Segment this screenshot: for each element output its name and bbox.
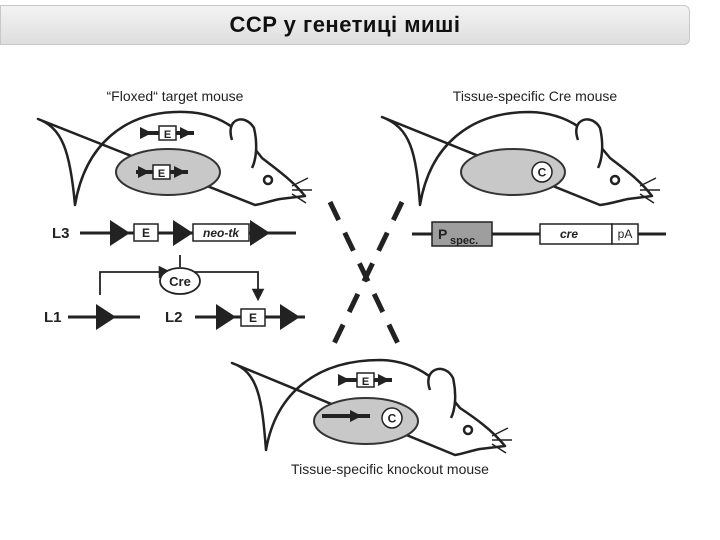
cre-protein-label: C bbox=[538, 166, 547, 180]
promoter-box bbox=[431, 221, 493, 247]
floxed-mouse-eye bbox=[262, 174, 274, 186]
knockout-nucleus bbox=[313, 397, 419, 445]
pa-label: pA bbox=[618, 227, 633, 241]
cre-nucleus bbox=[460, 148, 566, 196]
floxed-mouse-ear bbox=[229, 118, 258, 169]
knockout-body-exon-label: E bbox=[362, 376, 369, 388]
l2-loxp-1 bbox=[216, 304, 236, 330]
l2-loxp-2 bbox=[280, 304, 300, 330]
cre-gene-label: cre bbox=[560, 227, 578, 241]
l2-exon-label: E bbox=[249, 311, 257, 325]
floxed-mouse-whiskers bbox=[291, 177, 312, 204]
slide-title: CCP у генетиці миші bbox=[229, 12, 461, 37]
floxed-body-exon-label: E bbox=[164, 129, 171, 141]
floxed-nucleus-allele: E bbox=[136, 164, 188, 180]
pa-box bbox=[611, 223, 639, 245]
l2-label: L2 bbox=[165, 309, 183, 326]
l3-exon bbox=[133, 223, 159, 242]
cre-enzyme-oval bbox=[159, 267, 201, 295]
neo-tk-label: neo-tk bbox=[203, 226, 240, 240]
cre-protein bbox=[531, 161, 553, 183]
knockout-mouse-whiskers bbox=[491, 427, 512, 454]
title-bar bbox=[0, 5, 690, 45]
floxed-body-allele: E bbox=[140, 125, 194, 141]
l3-loxp-3 bbox=[250, 220, 270, 246]
l3-allele: E neo-tk bbox=[80, 220, 296, 246]
cre-mouse-title: Tissue-specific Cre mouse bbox=[453, 88, 618, 104]
cre-mouse: C bbox=[380, 110, 660, 207]
l3-exon-label: E bbox=[142, 226, 150, 240]
cre-mouse-eye bbox=[609, 174, 621, 186]
floxed-nucleus-exon-label: E bbox=[158, 168, 165, 180]
promoter-label: P bbox=[438, 226, 447, 242]
cre-transgene: P spec. cre pA bbox=[412, 221, 666, 247]
l1-allele bbox=[68, 304, 140, 330]
floxed-mouse-title: “Floxed“ target mouse bbox=[107, 88, 244, 104]
cre-enzyme-label: Cre bbox=[169, 274, 191, 289]
l1-loxp bbox=[96, 304, 116, 330]
knockout-mouse: E C bbox=[230, 358, 512, 457]
floxed-mouse: E E bbox=[36, 110, 312, 207]
knockout-body-allele: E bbox=[338, 372, 392, 388]
neo-tk-box bbox=[192, 223, 250, 242]
recombination-arrows bbox=[99, 255, 265, 302]
cre-mouse-whiskers bbox=[639, 177, 660, 204]
l3-loxp-2 bbox=[173, 220, 193, 246]
knockout-mouse-ear bbox=[427, 367, 457, 419]
knockout-cre-label: C bbox=[388, 412, 397, 426]
l2-allele: E bbox=[195, 304, 305, 330]
knockout-mouse-title: Tissue-specific knockout mouse bbox=[291, 461, 489, 477]
knockout-cre-protein bbox=[381, 407, 403, 429]
cre-mouse-ear bbox=[575, 118, 604, 169]
cross-lines bbox=[327, 200, 405, 354]
l1-label: L1 bbox=[44, 309, 62, 326]
knockout-nucleus-allele bbox=[322, 410, 370, 422]
l3-label: L3 bbox=[52, 225, 70, 242]
knockout-mouse-eye bbox=[462, 424, 474, 436]
l3-loxp-1 bbox=[110, 220, 130, 246]
promoter-sub-label: spec. bbox=[450, 235, 478, 247]
l2-exon bbox=[240, 308, 266, 327]
